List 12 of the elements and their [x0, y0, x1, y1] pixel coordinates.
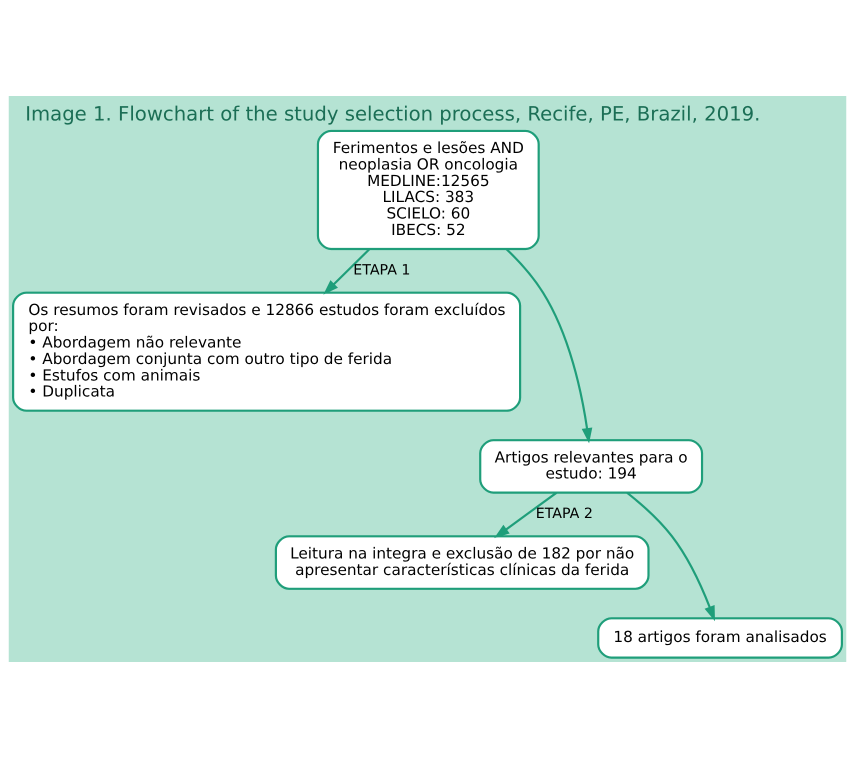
arrow: [323, 248, 370, 294]
edge-label: ETAPA 1: [353, 262, 410, 278]
arrow: [506, 248, 592, 443]
node-box: Leitura na integra e exclusão de 182 por não apresentar características clínicas da ferida: [274, 534, 650, 590]
arrow: [494, 491, 558, 538]
arrow: [626, 491, 715, 621]
edge-label: ETAPA 2: [536, 506, 593, 522]
node-box: Artigos relevantes para o estudo: 194: [479, 438, 704, 494]
node-box: Ferimentos e lesões AND neoplasia OR oncologia MEDLINE:12565 LILACS: 383 SCIELO: 60 IBECS: 52: [316, 129, 540, 250]
node-box: 18 artigos foram analisados: [597, 616, 843, 658]
node-box: Os resumos foram revisados e 12866 estudos foram excluídos por: • Abordagem não relevante • Abordagem conjunta com outro tipo de ferida • Estufos com animais • Duplicata: [12, 291, 522, 412]
diagram-title: Image 1. Flowchart of the study selection process, Recife, PE, Brazil, 2019.: [25, 102, 760, 125]
